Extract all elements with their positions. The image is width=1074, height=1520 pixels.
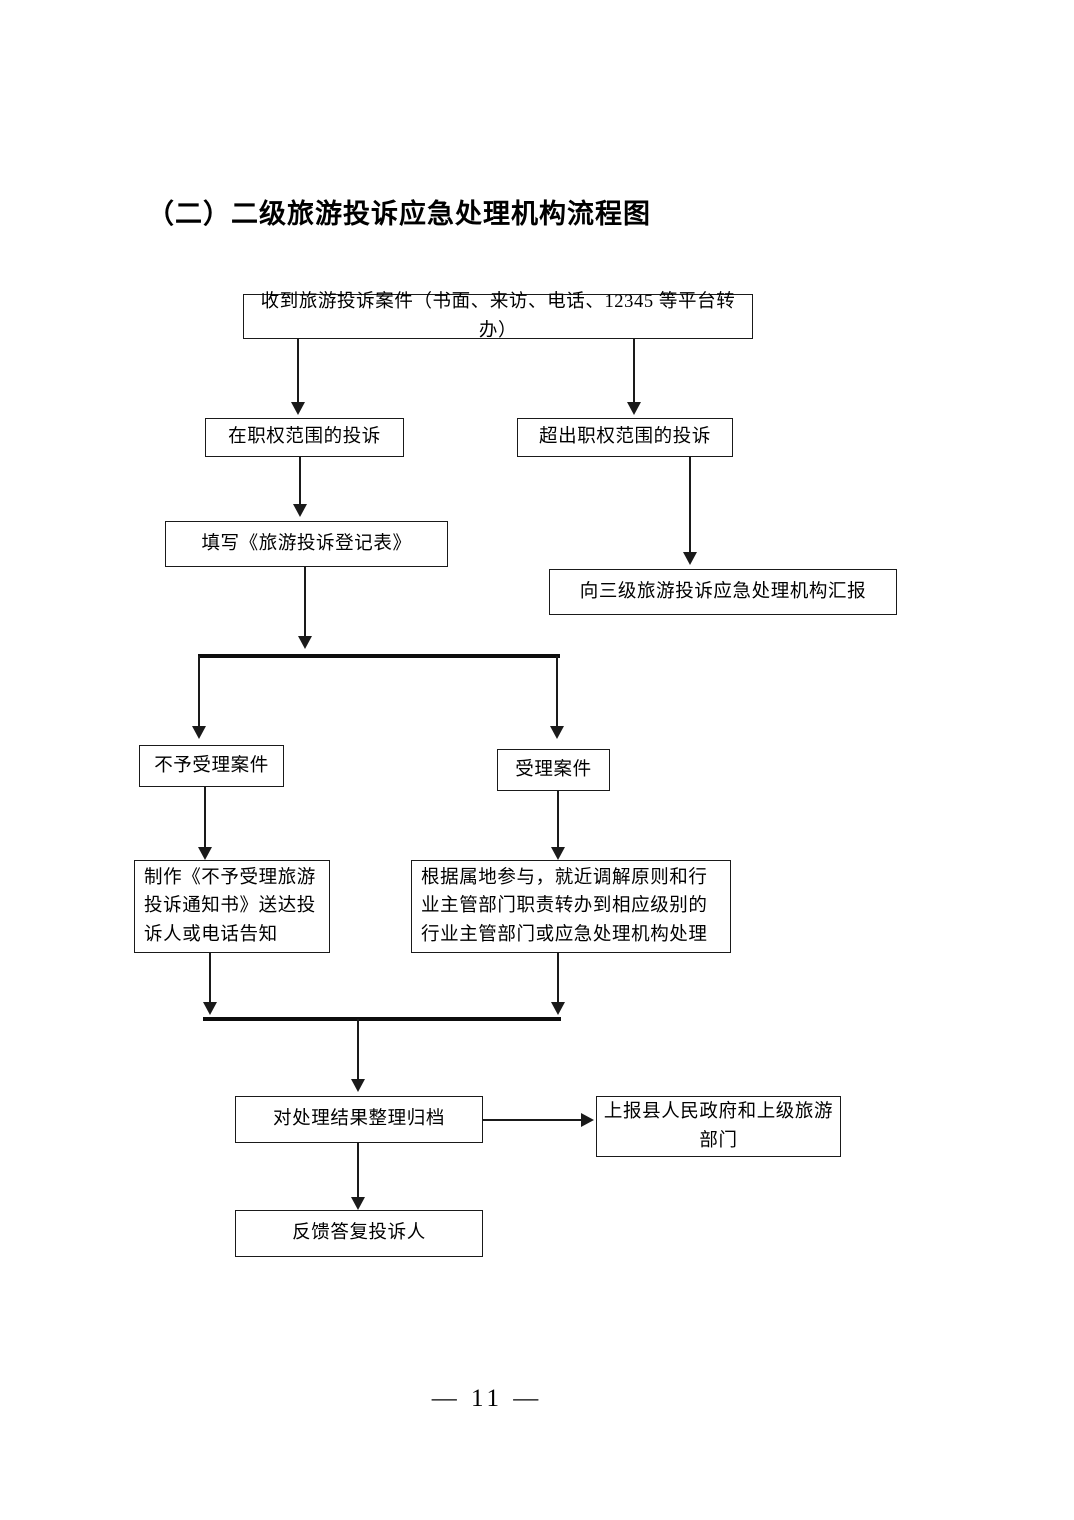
arrowhead-register-form-to-split-bar bbox=[298, 636, 312, 649]
connector-out-of-scope-to-report-level3 bbox=[689, 457, 691, 554]
arrowhead-transfer-handling-to-merge-bar bbox=[551, 1002, 565, 1015]
connector-intake-to-out-of-scope bbox=[633, 339, 635, 404]
connector-split-bar-to-accepted-case bbox=[556, 656, 558, 728]
merge-bar bbox=[203, 1017, 561, 1021]
arrowhead-archive-result-to-feedback-reply bbox=[351, 1197, 365, 1210]
arrowhead-rejected-case-to-rejection-notice bbox=[198, 847, 212, 860]
connector-transfer-handling-to-merge-bar bbox=[557, 953, 559, 1003]
node-accepted-case: 受理案件 bbox=[497, 749, 610, 791]
node-feedback-reply: 反馈答复投诉人 bbox=[235, 1210, 483, 1257]
node-rejected-case: 不予受理案件 bbox=[139, 745, 284, 787]
connector-archive-result-to-feedback-reply bbox=[357, 1143, 359, 1199]
arrowhead-accepted-case-to-transfer-handling bbox=[551, 847, 565, 860]
connector-split-bar-to-rejected-case bbox=[198, 656, 200, 728]
page-number: — 11 — bbox=[431, 1385, 543, 1412]
connector-rejection-notice-to-merge-bar bbox=[209, 953, 211, 1003]
node-report-government: 上报县人民政府和上级旅游部门 bbox=[596, 1096, 841, 1157]
connector-in-scope-to-register-form bbox=[299, 457, 301, 506]
arrowhead-intake-to-out-of-scope bbox=[627, 402, 641, 415]
arrowhead-merge-bar-to-archive-result bbox=[351, 1079, 365, 1092]
connector-archive-result-to-report-government bbox=[483, 1119, 583, 1121]
connector-rejected-case-to-rejection-notice bbox=[204, 787, 206, 849]
arrowhead-rejection-notice-to-merge-bar bbox=[203, 1002, 217, 1015]
arrowhead-split-bar-to-rejected-case bbox=[192, 726, 206, 739]
split-bar bbox=[198, 654, 560, 658]
connector-accepted-case-to-transfer-handling bbox=[557, 791, 559, 849]
arrowhead-in-scope-to-register-form bbox=[293, 504, 307, 517]
connector-register-form-to-split-bar bbox=[304, 567, 306, 639]
node-transfer-handling: 根据属地参与，就近调解原则和行业主管部门职责转办到相应级别的行业主管部门或应急处… bbox=[411, 860, 731, 953]
node-out-of-scope: 超出职权范围的投诉 bbox=[517, 418, 733, 457]
arrowhead-intake-to-in-scope bbox=[291, 402, 305, 415]
arrowhead-archive-result-to-report-government bbox=[581, 1113, 594, 1127]
node-in-scope: 在职权范围的投诉 bbox=[205, 418, 404, 457]
arrowhead-out-of-scope-to-report-level3 bbox=[683, 552, 697, 565]
connector-merge-bar-to-archive-result bbox=[357, 1019, 359, 1081]
node-archive-result: 对处理结果整理归档 bbox=[235, 1096, 483, 1143]
node-report-level3: 向三级旅游投诉应急处理机构汇报 bbox=[549, 569, 897, 615]
node-register-form: 填写《旅游投诉登记表》 bbox=[165, 521, 448, 567]
connector-intake-to-in-scope bbox=[297, 339, 299, 404]
node-rejection-notice: 制作《不予受理旅游投诉通知书》送达投诉人或电话告知 bbox=[134, 860, 330, 953]
arrowhead-split-bar-to-accepted-case bbox=[550, 726, 564, 739]
node-intake: 收到旅游投诉案件（书面、来访、电话、12345 等平台转办） bbox=[243, 292, 753, 341]
page-title: （二）二级旅游投诉应急处理机构流程图 bbox=[147, 199, 651, 229]
